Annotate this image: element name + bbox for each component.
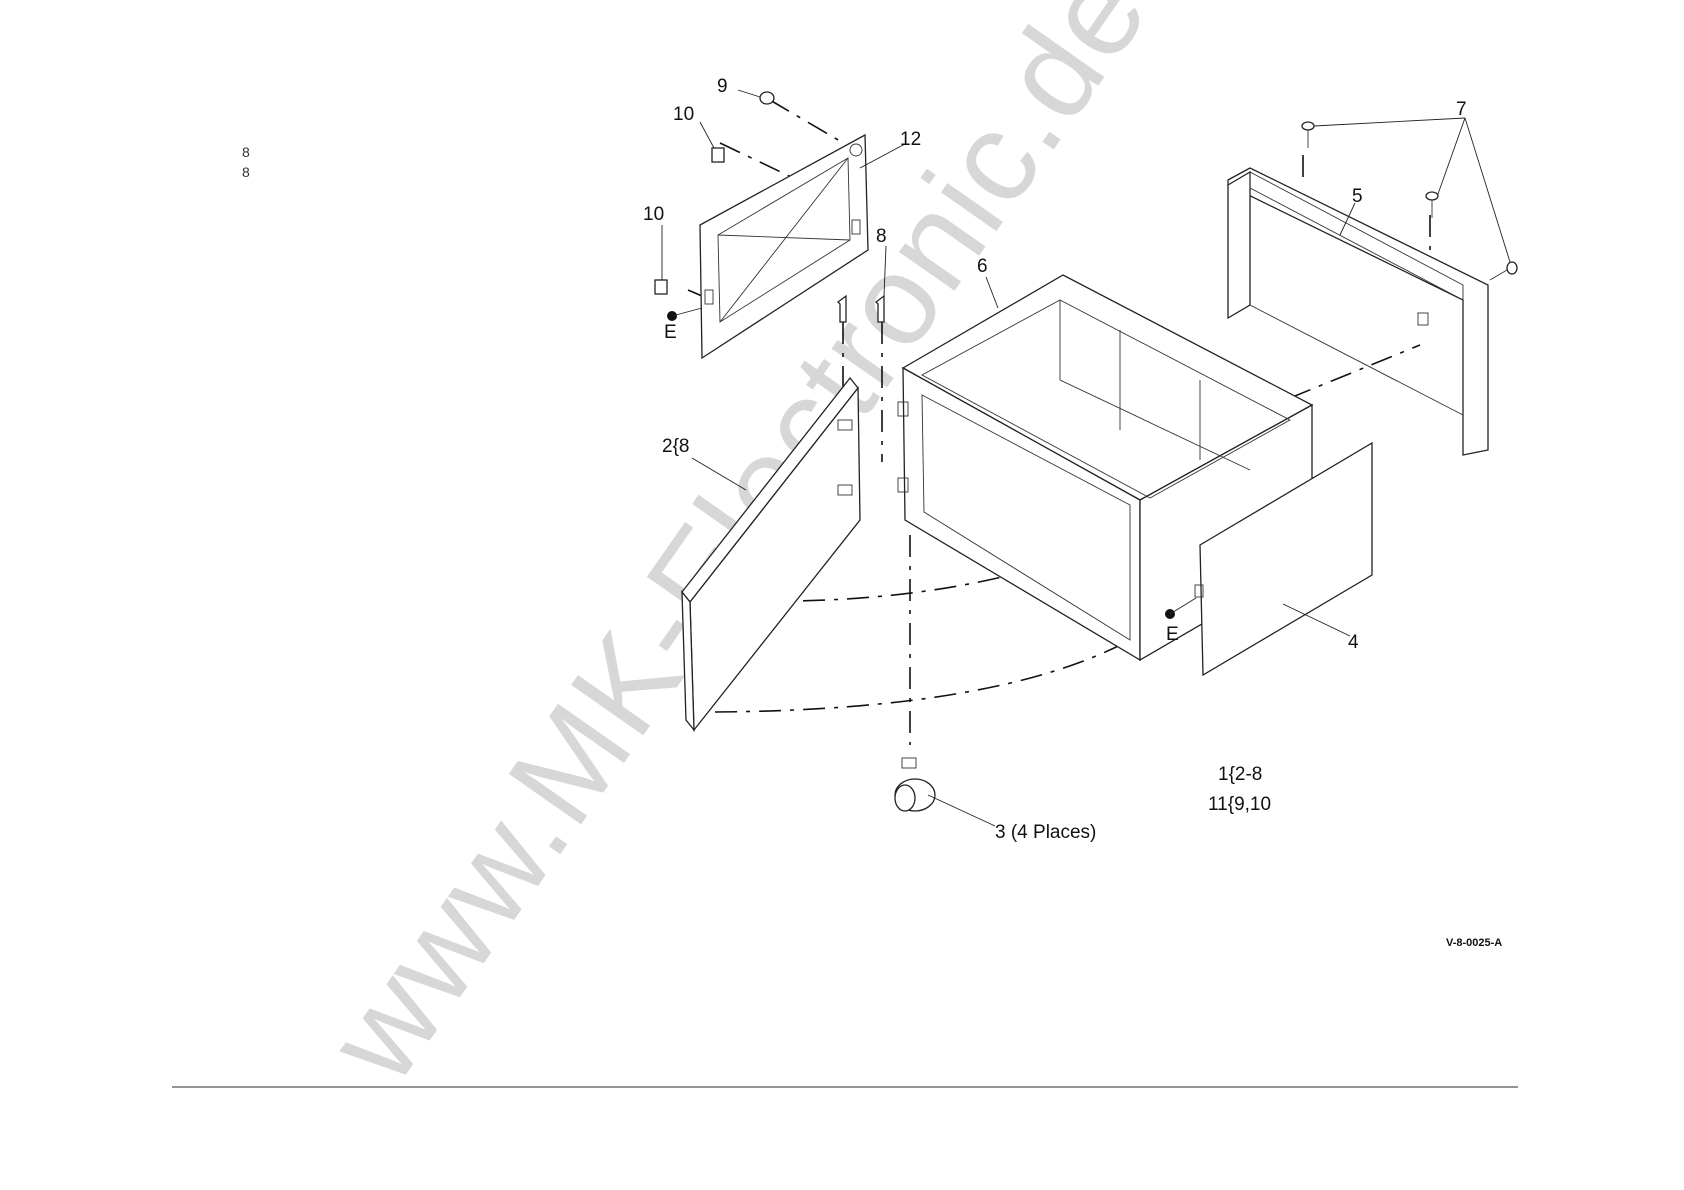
part-9-plug <box>760 92 774 104</box>
figure-id: V-8-0025-A <box>1446 937 1502 949</box>
part-7-screw-1 <box>1302 122 1314 148</box>
callout-5: 5 <box>1352 186 1363 207</box>
callout-9: 9 <box>717 76 728 97</box>
part-3-caster <box>895 758 935 811</box>
part-10-clip-lower <box>655 280 667 294</box>
side-note-2: 8 <box>242 164 250 180</box>
part-10-clip-upper <box>712 148 724 162</box>
callout-8: 8 <box>876 226 887 247</box>
callout-7: 7 <box>1456 99 1467 120</box>
callout-3: 3 (4 Places) <box>995 822 1096 843</box>
callout-e-lower: E <box>1166 624 1179 645</box>
assembly-note-2: 11{9,10 <box>1208 794 1271 815</box>
callout-2: 2{8 <box>662 436 689 457</box>
callout-4: 4 <box>1348 632 1359 653</box>
assembly-note-1: 1{2-8 <box>1218 764 1262 785</box>
callout-6: 6 <box>977 256 988 277</box>
side-note-1: 8 <box>242 144 250 160</box>
callout-e-upper: E <box>664 322 677 343</box>
callout-12: 12 <box>900 129 921 150</box>
callout-10-upper: 10 <box>673 104 694 125</box>
part-7-screw-2 <box>1426 192 1438 218</box>
callout-10-lower: 10 <box>643 204 664 225</box>
part-7-screw-3 <box>1490 262 1517 280</box>
